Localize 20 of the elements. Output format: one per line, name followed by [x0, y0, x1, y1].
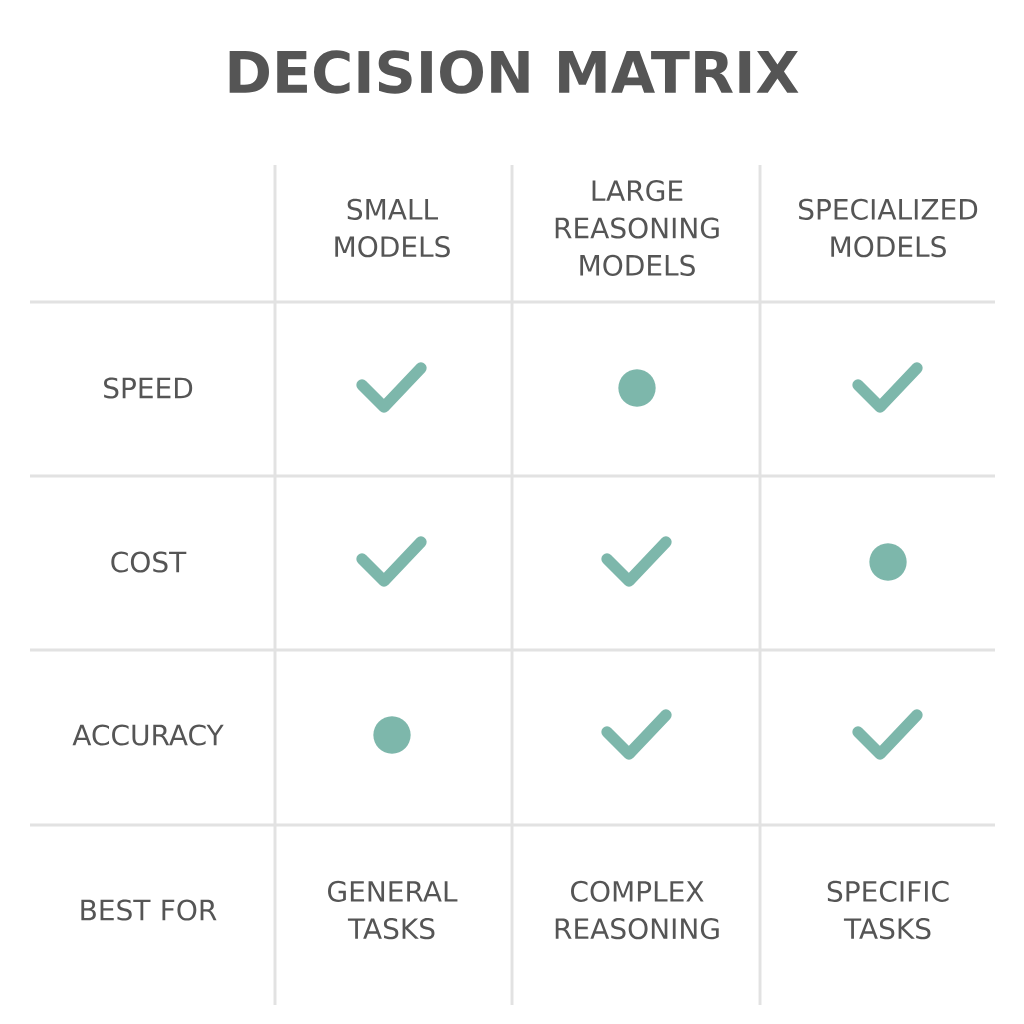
title: DECISION MATRIX — [229, 50, 799, 94]
row-header: COST — [111, 551, 187, 573]
dot — [618, 369, 656, 407]
column-header: SPECIALIZED MODELS — [799, 198, 978, 258]
dot — [869, 543, 907, 581]
check-mark — [356, 362, 427, 413]
check-mark — [852, 709, 923, 760]
cell-text: COMPLEX REASONING — [555, 880, 719, 940]
check-mark — [601, 536, 672, 587]
column-header: SMALL MODELS — [335, 198, 450, 258]
check-mark — [356, 536, 427, 587]
row-header: BEST FOR — [81, 899, 217, 921]
row-header: SPEED — [104, 377, 193, 399]
check-mark — [601, 709, 672, 760]
column-header: LARGE REASONING MODELS — [555, 180, 719, 276]
dot — [373, 716, 411, 754]
cell-text: GENERAL TASKS — [328, 880, 458, 940]
cell-text: SPECIFIC TASKS — [827, 880, 949, 940]
row-header: ACCURACY — [72, 724, 224, 746]
check-mark — [852, 362, 923, 413]
